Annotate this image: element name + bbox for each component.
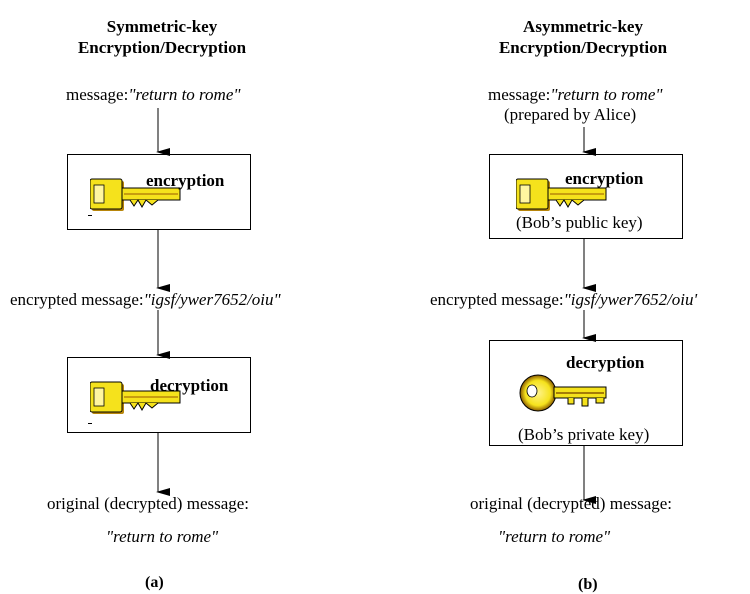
symmetric-message-value: "return to rome" [128, 85, 241, 104]
symmetric-decryption-label: decryption [150, 376, 229, 395]
asymmetric-encrypted-value: "igsf/ywer7652/oiu' [563, 290, 698, 309]
asymmetric-decryption-box: decryption (Bob’s private key) [489, 340, 683, 446]
symmetric-encrypted-value: "igsf/ywer7652/oiu" [143, 290, 281, 309]
caption-b: (b) [578, 576, 598, 593]
asymmetric-decryption-label: decryption [566, 353, 645, 372]
house-key-icon [89, 376, 194, 425]
symmetric-original-label: original (decrypted) message: [47, 494, 250, 513]
asymmetric-message-label: message: [488, 85, 551, 104]
house-key-icon [515, 173, 620, 222]
asymmetric-message: message:"return to rome" [488, 85, 663, 105]
asymmetric-encryption-box: encryption (Bob’s public key) [489, 154, 683, 239]
symmetric-encryption-box: encryption [67, 154, 251, 230]
asymmetric-title: Asymmetric-key Encryption/Decryption [483, 16, 683, 58]
box-tick-mark [88, 215, 92, 216]
symmetric-title: Symmetric-key Encryption/Decryption [62, 16, 262, 58]
caption-a: (a) [145, 574, 164, 591]
symmetric-encrypted: encrypted message:"igsf/ywer7652/oiu" [10, 290, 281, 310]
symmetric-title-line2: Encryption/Decryption [77, 38, 247, 57]
symmetric-title-line1: Symmetric-key [106, 17, 218, 36]
public-key-label: (Bob’s public key) [516, 213, 643, 232]
asymmetric-message-note: (prepared by Alice) [504, 105, 637, 124]
symmetric-decryption-box: decryption [67, 357, 251, 433]
asymmetric-message-value: "return to rome" [550, 85, 663, 104]
asymmetric-title-line2: Encryption/Decryption [498, 38, 668, 57]
box-tick-mark [88, 423, 92, 424]
symmetric-original-value: "return to rome" [106, 527, 219, 546]
round-key-icon [518, 371, 618, 420]
asymmetric-original-value: "return to rome" [498, 527, 611, 546]
asymmetric-encryption-label: encryption [565, 169, 644, 188]
asymmetric-title-line1: Asymmetric-key [523, 17, 643, 36]
symmetric-encryption-label: encryption [146, 171, 225, 190]
asymmetric-encrypted-label: encrypted message: [430, 290, 564, 309]
asymmetric-original-label: original (decrypted) message: [470, 494, 673, 513]
house-key-icon [89, 173, 194, 222]
symmetric-message: message:"return to rome" [66, 85, 241, 105]
asymmetric-encrypted: encrypted message:"igsf/ywer7652/oiu' [430, 290, 697, 310]
symmetric-encrypted-label: encrypted message: [10, 290, 144, 309]
symmetric-message-label: message: [66, 85, 129, 104]
private-key-label: (Bob’s private key) [518, 425, 650, 444]
